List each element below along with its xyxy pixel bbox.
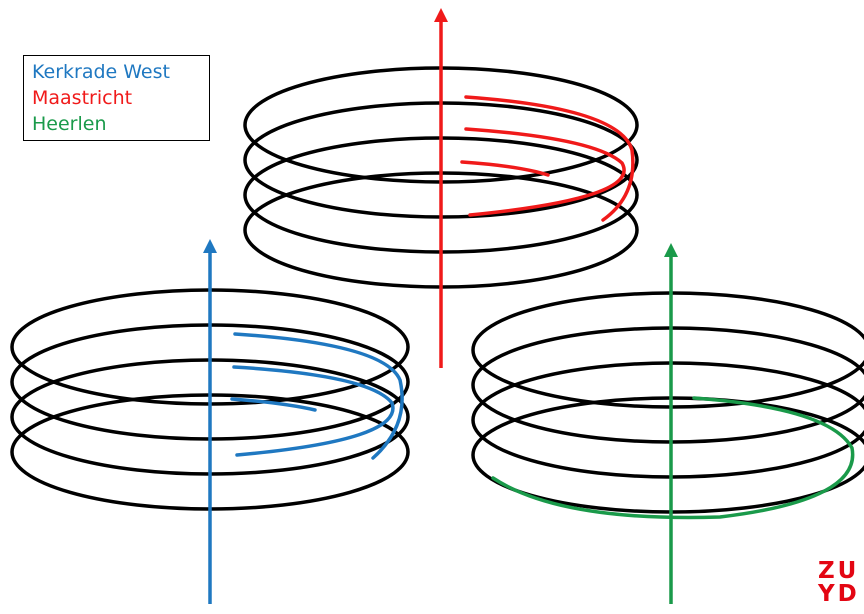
helix-arc [464, 95, 635, 222]
helix-arc [460, 160, 550, 177]
legend-item-heerlen: Heerlen [32, 113, 107, 135]
zuyd-logo: ZU YD [818, 560, 860, 606]
coil-ring [471, 291, 864, 409]
legend-item-kerkrade-west: Kerkrade West [32, 61, 170, 83]
coil-heerlen [471, 243, 864, 604]
helix-arc [232, 365, 395, 457]
legend: Kerkrade West Maastricht Heerlen [23, 55, 210, 141]
coil-ring [471, 361, 864, 479]
helix-arc [233, 332, 404, 460]
helix-arc [230, 397, 317, 412]
logo-line-2: YD [818, 581, 860, 607]
coil-maastricht [243, 7, 639, 368]
coil-ring [471, 326, 864, 444]
coil-kerkrade-west [10, 239, 410, 604]
logo-line-1: ZU [818, 558, 860, 584]
helix-arc [464, 127, 626, 217]
legend-item-maastricht: Maastricht [32, 87, 133, 109]
helix-arc [491, 396, 855, 520]
